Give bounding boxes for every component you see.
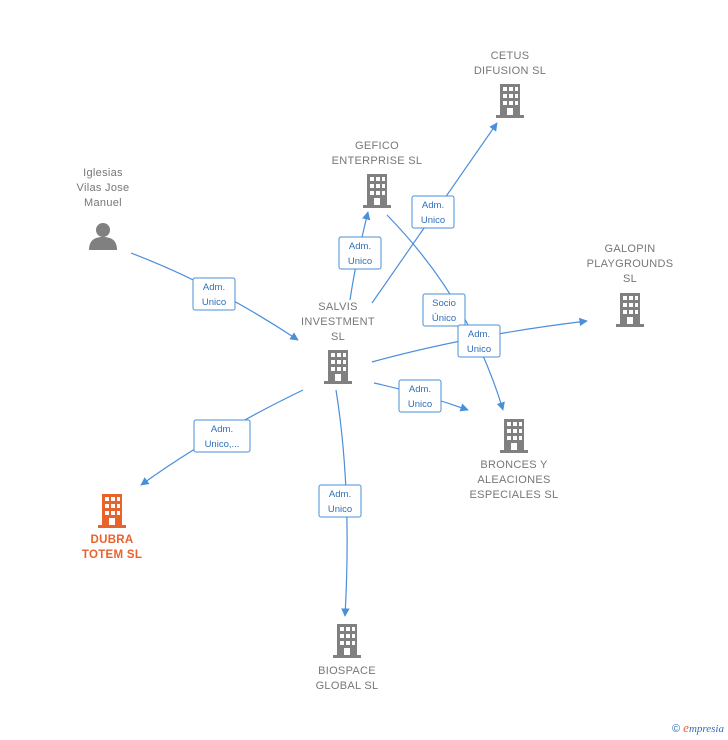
nodes-layer: CETUS DIFUSION SL GEFICO ENTERPRISE SL Igles… [77,50,674,692]
edge-label-box[interactable] [457,324,501,358]
building-icon [500,419,528,453]
edge-label-text: Socio [432,298,456,309]
building-icon [324,350,352,384]
node-label: Manuel [84,197,122,209]
building-icon [363,174,391,208]
edge-label-text: Unico [467,344,491,355]
node-label: GEFICO [355,140,399,152]
node-label: INVESTMENT [301,316,375,328]
edge-label-text: Adm. [329,489,351,500]
edge-label-text: Unico [328,504,352,515]
edge-label-text: Unico,... [205,439,240,450]
edge-label-box[interactable] [193,419,251,453]
edge-salvis-cetus: Adm. Unico [371,122,498,304]
person-icon [89,223,117,250]
brand-name: mpresia [688,723,724,735]
node-cetus[interactable]: CETUS DIFUSION SL [474,50,546,118]
edges-layer: Adm.UnicoAdm.UnicoAdm.UnicoSocioÚnicoAdm… [130,122,588,617]
edge-label-box[interactable] [411,195,455,229]
edge-label-box[interactable] [318,484,362,518]
edge-salvis-bronces: Adm. Unico [373,379,469,413]
edge-salvis-gefico: Adm. Unico [338,211,382,301]
building-icon [496,84,524,118]
footer-brand: © empresia [672,720,724,736]
copyright-icon: © [672,723,681,735]
building-icon [333,624,361,658]
building-icon [98,494,126,528]
node-label: Vilas Jose [77,182,130,194]
edge-label-box[interactable] [422,293,466,327]
node-label: BIOSPACE [318,665,376,677]
node-label: PLAYGROUNDS [587,258,674,270]
edge-salvis-biospace: Adm. Unico [318,389,362,617]
edge-label-text: Único [432,313,456,324]
edge-salvis-galopin: Adm. Unico [371,317,588,363]
node-label: CETUS [491,50,530,62]
edge-label-box[interactable] [192,277,236,311]
edge-iglesias-salvis: Adm. Unico [130,252,299,341]
node-gefico[interactable]: GEFICO ENTERPRISE SL [332,140,423,208]
node-label: ALEACIONES [477,474,550,486]
edge-label-text: Adm. [349,241,371,252]
node-label: DUBRA [90,534,133,546]
node-label: ENTERPRISE SL [332,155,423,167]
edge-label-box[interactable] [338,236,382,270]
node-label: Iglesias [83,167,123,179]
edge-label-box[interactable] [398,379,442,413]
edge-label-text: Adm. [203,282,225,293]
node-label: ESPECIALES SL [470,489,559,501]
edge-label-text: Unico [202,297,226,308]
node-salvis[interactable]: SALVIS INVESTMENT SL [301,301,375,384]
edge-salvis-dubra: Adm. Unico,... [140,389,304,486]
node-label: DIFUSION SL [474,65,546,77]
edge-label-text: Unico [421,215,445,226]
edge-label-text: Adm. [409,384,431,395]
node-label: SL [331,331,345,343]
edge-label-text: Unico [348,256,372,267]
edge-label-text: Unico [408,399,432,410]
node-galopin[interactable]: GALOPIN PLAYGROUNDS SL [587,243,674,327]
node-label: GALOPIN [604,243,655,255]
node-label: GLOBAL SL [316,680,379,692]
edge-label-text: Adm. [468,329,490,340]
brand-initial: e [683,720,689,735]
edge-label-text: Adm. [211,424,233,435]
building-icon [616,293,644,327]
node-label: BRONCES Y [480,459,548,471]
node-label: TOTEM SL [82,549,142,561]
node-bronces[interactable]: BRONCES Y ALEACIONES ESPECIALES SL [470,419,559,501]
node-biospace[interactable]: BIOSPACE GLOBAL SL [316,624,379,692]
edge-label-text: Adm. [422,200,444,211]
node-label: SL [623,273,637,285]
node-dubra[interactable]: DUBRA TOTEM SL [82,494,142,561]
node-label: SALVIS [318,301,358,313]
